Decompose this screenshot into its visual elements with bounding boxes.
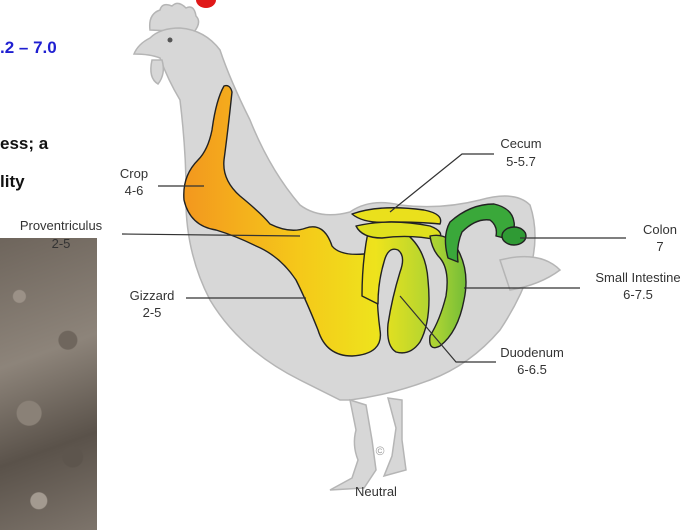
label-colon-ph: 7 [656,239,663,254]
label-duodenum: Duodenum [500,345,564,360]
label-proventriculus-ph: 2-5 [52,236,71,251]
neutral-label: Neutral [355,484,397,499]
label-colon: Colon [643,222,677,237]
chicken-eye [168,38,173,43]
copyright-mark: © [376,444,385,458]
label-gizzard: Gizzard [130,288,175,303]
label-gizzard-ph: 2-5 [143,305,162,320]
colon-end [502,227,526,245]
label-cecum-ph: 5-5.7 [506,154,536,169]
label-crop: Crop [120,166,148,181]
label-small-intestine: Small Intestine [595,270,680,285]
label-crop-ph: 4-6 [125,183,144,198]
label-duodenum-ph: 6-6.5 [517,362,547,377]
chicken-silhouette [134,3,560,490]
label-proventriculus: Proventriculus [20,218,103,233]
red-marker [196,0,216,8]
label-cecum: Cecum [500,136,541,151]
label-small-intestine-ph: 6-7.5 [623,287,653,302]
